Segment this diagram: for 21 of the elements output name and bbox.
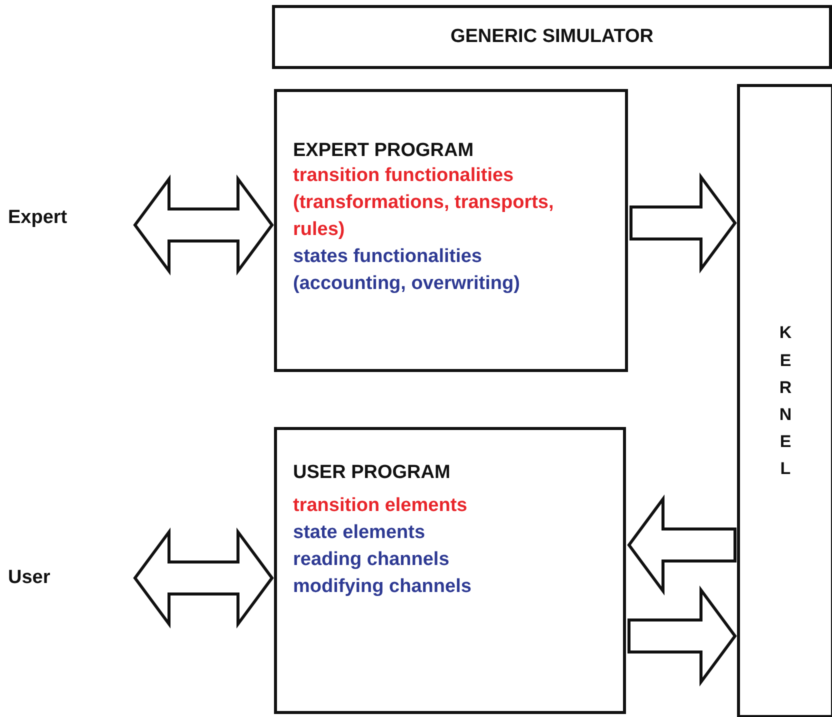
box-text: state elements xyxy=(293,521,426,545)
program-box xyxy=(274,427,626,714)
block-arrow xyxy=(630,172,737,274)
block-arrow xyxy=(627,494,736,596)
box-heading: EXPERT PROGRAM xyxy=(293,140,475,162)
box-text: reading channels xyxy=(293,548,450,572)
box-text: states functionalities (accounting, overwriting) xyxy=(293,245,521,296)
title-box xyxy=(272,5,832,69)
block-arrow xyxy=(133,174,274,276)
box-heading: USER PROGRAM xyxy=(293,462,452,484)
vertical-label: KERNEL xyxy=(778,322,793,480)
box-text: transition functionalities (transformations, transports, rules) xyxy=(293,164,555,242)
kernel-box xyxy=(737,84,832,717)
block-arrow xyxy=(133,527,274,629)
program-box xyxy=(274,89,628,372)
actor-label: User xyxy=(8,567,58,589)
box-text: modifying channels xyxy=(293,575,472,599)
block-arrow xyxy=(628,585,737,687)
actor-label: Expert xyxy=(8,207,78,229)
box-heading: GENERIC SIMULATOR xyxy=(450,26,654,48)
box-text: transition elements xyxy=(293,494,468,518)
